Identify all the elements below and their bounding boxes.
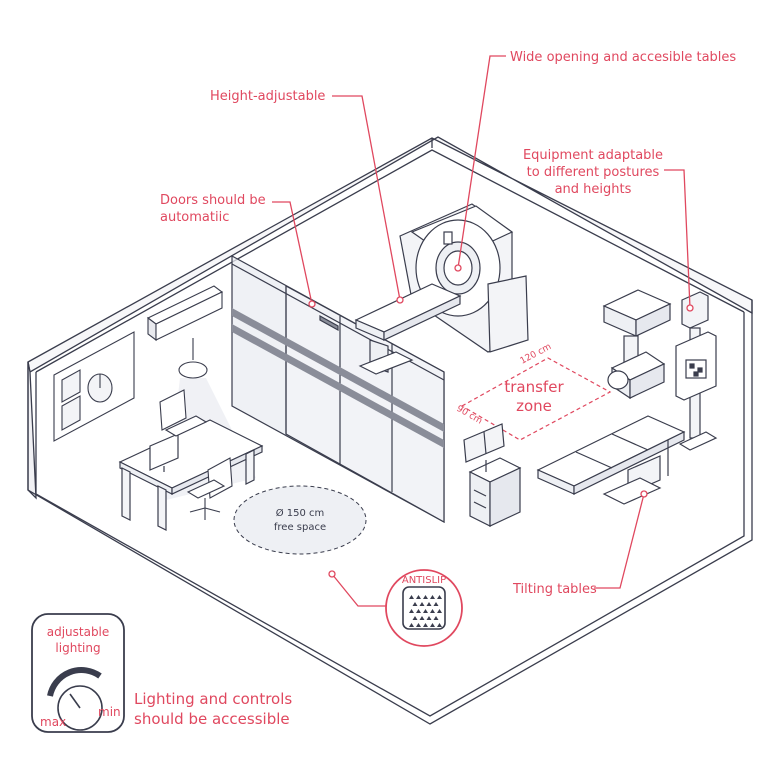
- free-space-label-2: free space: [274, 522, 326, 533]
- lighting-panel: [31, 613, 125, 733]
- sliding-door: [231, 254, 445, 524]
- antislip-texture-mark: [409, 595, 414, 599]
- chair-back: [159, 389, 208, 437]
- xray-machine: [602, 289, 672, 400]
- free-space-circle: [233, 485, 367, 555]
- antislip-texture-mark: [416, 623, 421, 627]
- lighting-max: max: [40, 715, 66, 729]
- antislip-texture-mark: [437, 623, 442, 627]
- dim-90: 90 cm: [455, 404, 484, 427]
- callout-doors: Doors should be automatiic: [160, 192, 266, 226]
- antislip-texture-mark: [437, 595, 442, 599]
- lighting-min: min: [98, 705, 121, 719]
- antislip-texture-mark: [419, 616, 425, 620]
- leader-endpoints: [308, 264, 694, 578]
- antislip-texture-mark: [409, 609, 414, 613]
- free-space-label-1: Ø 150 cm: [276, 507, 325, 519]
- antislip-texture-mark: [412, 602, 418, 606]
- callout-height-adjustable: Height-adjustable: [210, 89, 326, 104]
- leader-lines: [272, 55, 691, 607]
- transfer-zone-label-1: transfer: [504, 378, 564, 396]
- lighting-title-2: lighting: [55, 641, 100, 655]
- transfer-zone: [460, 357, 612, 441]
- antislip-texture-mark: [412, 616, 418, 620]
- tilting-table: [536, 415, 686, 505]
- callout-tilting-tables: Tilting tables: [513, 582, 597, 597]
- antislip-texture-mark: [423, 609, 428, 613]
- room-walls: [27, 136, 753, 725]
- antislip-texture-mark: [437, 609, 442, 613]
- callout-equipment-line-2: to different postures: [526, 165, 660, 180]
- callout-equipment-line-1: Equipment adaptable: [522, 148, 664, 163]
- wall-detector: [675, 291, 718, 451]
- antislip-badge: [385, 569, 463, 647]
- antislip-label: ANTISLIP: [402, 575, 446, 586]
- antislip-texture-mark: [416, 609, 421, 613]
- antislip-texture-mark: [419, 602, 425, 606]
- antislip-texture-mark: [423, 623, 428, 627]
- callout-doors-line-2: automatiic: [160, 210, 230, 225]
- transfer-zone-label-2: zone: [516, 397, 552, 415]
- antislip-texture-mark: [430, 595, 435, 599]
- antislip-texture-mark: [426, 616, 432, 620]
- antislip-texture-mark: [430, 623, 435, 627]
- callout-doors-line-1: Doors should be: [160, 193, 266, 208]
- antislip-texture-mark: [433, 602, 439, 606]
- callout-wide-opening: Wide opening and accesible tables: [510, 50, 737, 65]
- antislip-texture-mark: [433, 616, 439, 620]
- ct-table: [354, 283, 462, 375]
- callout-lighting: Lighting and controls should be accessib…: [134, 689, 292, 729]
- lighting-title-1: adjustable: [47, 625, 110, 639]
- antislip-texture-mark: [409, 623, 414, 627]
- antislip-texture-mark: [423, 595, 428, 599]
- callout-equipment: Equipment adaptable to different posture…: [518, 147, 668, 198]
- wall-board: [53, 331, 135, 442]
- air-conditioner: [146, 285, 224, 342]
- antislip-texture-mark: [426, 602, 432, 606]
- monitor-cart: [463, 423, 522, 527]
- dim-120: 120 cm: [519, 342, 554, 367]
- callout-lighting-line-1: Lighting and controls: [134, 690, 293, 708]
- callout-lighting-line-2: should be accessible: [134, 710, 290, 728]
- antislip-texture-mark: [416, 595, 421, 599]
- callout-equipment-line-3: and heights: [554, 182, 632, 197]
- chair-front: [186, 457, 233, 520]
- antislip-texture-mark: [430, 609, 435, 613]
